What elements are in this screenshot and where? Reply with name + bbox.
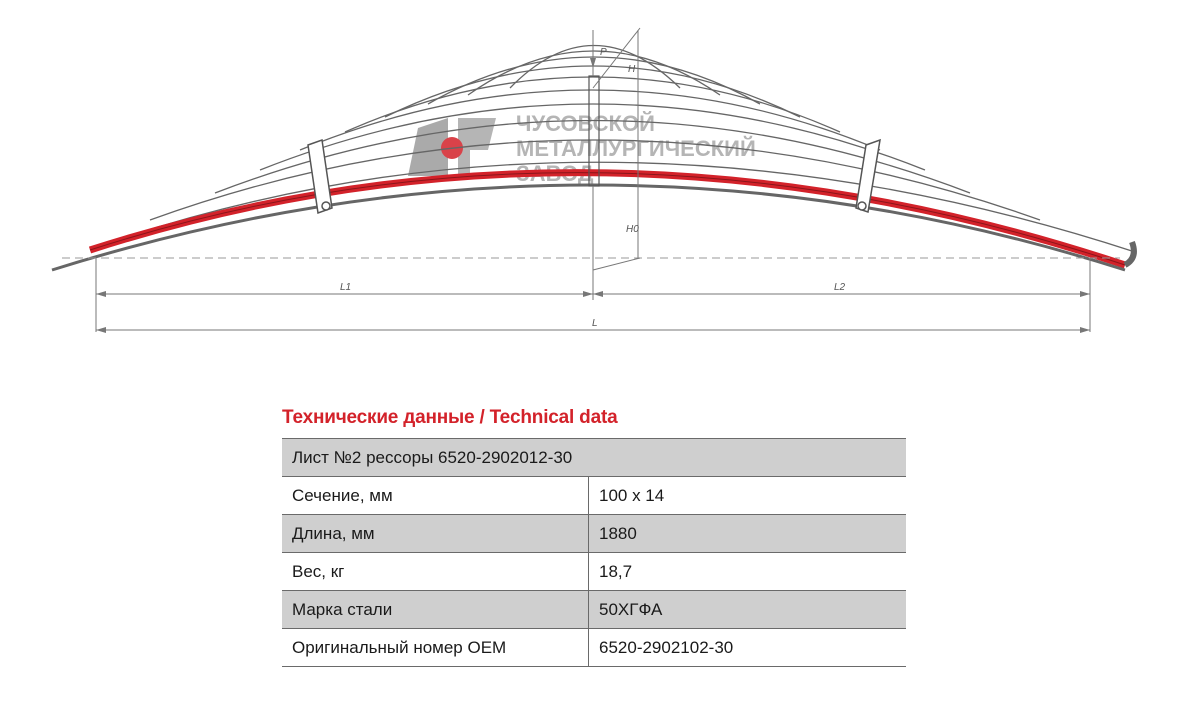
- label-l1: L1: [340, 282, 351, 293]
- row-value-section: 100 х 14: [588, 476, 906, 515]
- table-header: Лист №2 рессоры 6520-2902012-30: [282, 438, 906, 477]
- left-clamp: [307, 138, 333, 215]
- label-h: H: [628, 64, 636, 75]
- row-value-weight: 18,7: [588, 552, 906, 591]
- label-l: L: [592, 318, 598, 329]
- row-label-weight: Вес, кг: [282, 552, 589, 591]
- main-leaf: [51, 183, 1126, 272]
- row-value-steel-grade: 50ХГФА: [588, 590, 906, 629]
- watermark-line2: МЕТАЛЛУРГИЧЕСКИЙ: [516, 136, 756, 161]
- table-row: Вес, кг 18,7: [282, 552, 906, 591]
- section-title: Технические данные / Technical data: [282, 407, 618, 428]
- row-value-oem: 6520-2902102-30: [588, 628, 906, 667]
- technical-data-table: Лист №2 рессоры 6520-2902012-30 Сечение,…: [282, 438, 906, 667]
- row-value-length: 1880: [588, 514, 906, 553]
- label-l2: L2: [834, 282, 846, 293]
- center-bolt: [588, 75, 600, 187]
- table-row: Оригинальный номер OEM 6520-2902102-30: [282, 628, 906, 667]
- label-h0: H0: [626, 224, 639, 235]
- label-p: P: [600, 47, 607, 58]
- row-label-oem: Оригинальный номер OEM: [282, 628, 589, 667]
- row-label-length: Длина, мм: [282, 514, 589, 553]
- table-row: Сечение, мм 100 х 14: [282, 476, 906, 515]
- leaf-spring-drawing: ЧУСОВСКОЙ МЕТАЛЛУРГИЧЕСКИЙ ЗАВОД: [51, 27, 1137, 333]
- right-clamp: [855, 138, 881, 213]
- row-label-section: Сечение, мм: [282, 476, 589, 515]
- table-header-row: Лист №2 рессоры 6520-2902012-30: [282, 438, 906, 477]
- table-row: Длина, мм 1880: [282, 514, 906, 553]
- table-row: Марка стали 50ХГФА: [282, 590, 906, 629]
- row-label-steel-grade: Марка стали: [282, 590, 589, 629]
- watermark-line1: ЧУСОВСКОЙ: [516, 111, 655, 136]
